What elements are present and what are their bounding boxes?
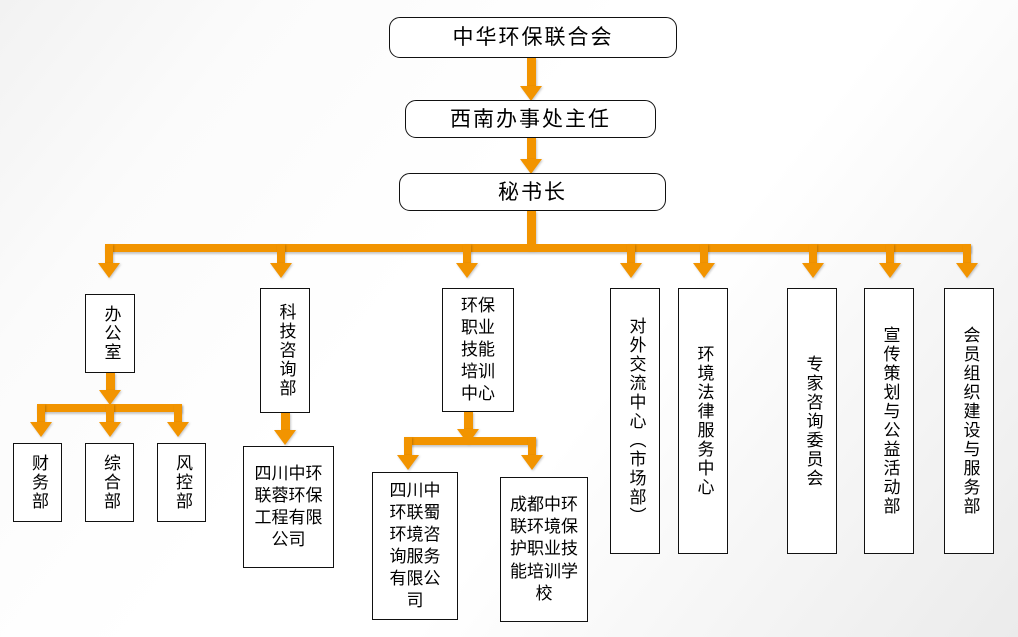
node-legal-service-center-label: 环境法律服务中心 (693, 345, 714, 497)
edge-training-to-subbus-line (464, 412, 473, 434)
node-root[interactable]: 中华环保联合会 (389, 17, 677, 58)
node-sichuan-shu-company[interactable]: 四川中环联蜀环境咨询服务有限公司 (372, 472, 458, 620)
training-arrow-1 (397, 455, 419, 470)
node-office-label: 办公室 (100, 305, 121, 362)
bus-arrow-6 (802, 263, 824, 278)
node-general-affairs-dept[interactable]: 综合部 (85, 443, 134, 522)
office-arrow-1 (30, 422, 52, 437)
node-director[interactable]: 西南办事处主任 (405, 100, 656, 138)
bus-drop-1 (105, 244, 113, 265)
node-finance-dept-label: 财务部 (28, 454, 48, 511)
bus-drop-6 (809, 244, 817, 265)
bus-drop-4 (627, 244, 635, 265)
bus-drop-8 (963, 244, 971, 265)
bus-drop-7 (886, 244, 894, 265)
edge-secretary-to-bus-line (527, 211, 536, 250)
office-arrow-2 (99, 422, 121, 437)
node-sichuan-rong-company[interactable]: 四川中环联蓉环保工程有限公司 (243, 446, 334, 568)
node-foreign-exchange-center-label: 对外交流中心（市场部） (625, 316, 646, 526)
node-secretary-general[interactable]: 秘书长 (399, 173, 666, 211)
bus-drop-2 (277, 244, 285, 265)
training-sub-bus (404, 437, 536, 445)
training-drop-2 (528, 437, 536, 458)
bus-arrow-1 (98, 263, 120, 278)
node-training-center-label: 环保职业技能培训中心 (461, 295, 495, 405)
node-risk-control-dept-label: 风控部 (172, 454, 192, 511)
edge-tech-to-company-line (281, 413, 290, 435)
edge-office-to-subbus-arrow (99, 390, 121, 405)
node-tech-consulting-label: 科技咨询部 (275, 303, 296, 398)
office-drop-3 (174, 404, 182, 425)
node-risk-control-dept[interactable]: 风控部 (157, 443, 206, 522)
node-member-service-dept[interactable]: 会员组织建设与服务部 (944, 288, 994, 554)
node-chengdu-training-school[interactable]: 成都中环联环境保护职业技能培训学校 (500, 477, 588, 622)
edge-director-to-secretary-line (527, 138, 536, 162)
node-foreign-exchange-center[interactable]: 对外交流中心（市场部） (610, 288, 660, 554)
edge-director-to-secretary-arrow (520, 159, 542, 174)
edge-root-to-director-line (527, 58, 536, 88)
node-publicity-charity-dept[interactable]: 宣传策划与公益活动部 (864, 288, 914, 554)
edge-tech-to-company-arrow (274, 430, 296, 445)
node-office[interactable]: 办公室 (85, 294, 135, 373)
node-publicity-charity-dept-label: 宣传策划与公益活动部 (879, 326, 900, 516)
office-drop-2 (106, 404, 114, 425)
bus-arrow-8 (956, 263, 978, 278)
bus-arrow-4 (620, 263, 642, 278)
node-secretary-general-label: 秘书长 (498, 179, 567, 204)
node-member-service-dept-label: 会员组织建设与服务部 (959, 326, 980, 516)
node-general-affairs-dept-label: 综合部 (100, 454, 120, 511)
bus-drop-5 (700, 244, 708, 265)
main-bus (105, 244, 971, 252)
bus-drop-3 (463, 244, 471, 265)
node-legal-service-center[interactable]: 环境法律服务中心 (678, 288, 728, 554)
node-expert-committee-label: 专家咨询委员会 (802, 354, 823, 488)
node-expert-committee[interactable]: 专家咨询委员会 (787, 288, 837, 554)
node-sichuan-shu-company-label: 四川中环联蜀环境咨询服务有限公司 (389, 480, 441, 612)
bus-arrow-7 (879, 263, 901, 278)
bus-arrow-2 (270, 263, 292, 278)
office-drop-1 (37, 404, 45, 425)
node-chengdu-training-school-label: 成都中环联环境保护职业技能培训学校 (510, 495, 578, 604)
bus-arrow-5 (693, 263, 715, 278)
node-sichuan-rong-company-label: 四川中环联蓉环保工程有限公司 (254, 463, 323, 551)
training-arrow-2 (521, 455, 543, 470)
bus-arrow-3 (456, 263, 478, 278)
office-arrow-3 (167, 422, 189, 437)
node-finance-dept[interactable]: 财务部 (13, 443, 62, 522)
edge-root-to-director-arrow (520, 86, 542, 101)
edge-office-to-subbus-line (106, 373, 115, 395)
node-director-label: 西南办事处主任 (450, 106, 611, 131)
training-drop-1 (404, 437, 412, 458)
node-training-center[interactable]: 环保职业技能培训中心 (442, 288, 514, 412)
node-root-label: 中华环保联合会 (452, 25, 614, 50)
node-tech-consulting[interactable]: 科技咨询部 (260, 288, 310, 413)
